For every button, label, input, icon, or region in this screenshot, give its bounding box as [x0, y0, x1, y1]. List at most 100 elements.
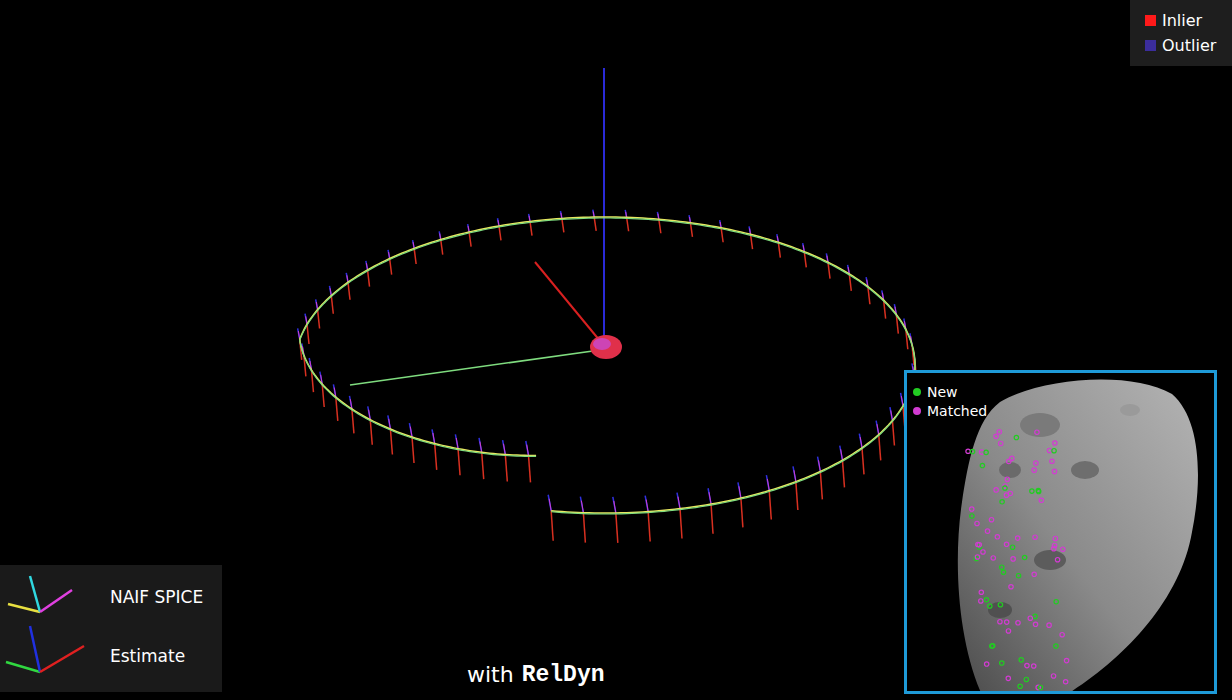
keypoint	[1051, 674, 1055, 678]
keypoint	[1025, 663, 1029, 667]
pose-triad	[526, 441, 531, 482]
keypoint	[1034, 461, 1038, 465]
pose-triad	[316, 299, 320, 328]
keypoint	[979, 590, 983, 594]
keypoint	[1047, 623, 1051, 627]
keypoint	[988, 604, 992, 608]
pose-triad	[439, 231, 443, 254]
pose-triad	[708, 488, 713, 534]
keypoint	[1039, 498, 1043, 502]
keypoint	[1052, 449, 1056, 453]
pose-triad	[498, 218, 501, 240]
keypoint	[1010, 456, 1014, 460]
legend-entry: Estimate	[110, 646, 185, 666]
pose-triad	[368, 406, 373, 444]
keypoint	[1032, 468, 1036, 472]
keypoint	[990, 644, 994, 648]
pose-triad	[720, 220, 723, 242]
keypoint	[1000, 661, 1004, 665]
legend-panel	[0, 565, 222, 692]
pose-triad	[613, 497, 618, 543]
pose-triad	[432, 429, 437, 469]
keypoint	[975, 521, 979, 525]
pose-triad	[876, 421, 881, 461]
spice-trajectory	[300, 217, 915, 513]
keypoint	[1016, 574, 1020, 578]
legend-swatch	[913, 407, 921, 415]
keypoint	[994, 434, 998, 438]
pose-triad	[657, 212, 660, 233]
pose-triad	[793, 466, 798, 510]
point-cloud-core	[593, 338, 611, 350]
legend-label: New	[927, 384, 958, 400]
legend-swatch	[1145, 40, 1156, 51]
pose-triad	[645, 496, 650, 542]
keypoint	[966, 449, 970, 453]
keypoint	[1052, 543, 1056, 547]
trajectory	[298, 210, 917, 543]
keypoint	[1003, 486, 1007, 490]
pose-triad	[859, 434, 864, 475]
pose-triad	[503, 440, 508, 481]
pose-triad	[890, 407, 895, 445]
z-axis-line	[603, 68, 605, 348]
keypoint	[979, 599, 983, 603]
pose-triad	[349, 396, 353, 433]
keypoint	[1014, 435, 1018, 439]
keypoint	[991, 644, 995, 648]
pose-triad	[738, 482, 743, 527]
keypoint	[1004, 542, 1008, 546]
legend-entry: NAIF SPICE	[110, 587, 203, 607]
keypoint	[984, 450, 988, 454]
keypoint	[994, 488, 998, 492]
keypoint	[985, 529, 989, 533]
pose-triad	[309, 358, 313, 392]
x-axis-line	[535, 262, 605, 347]
keypoint	[1061, 547, 1065, 551]
keypoint	[991, 556, 995, 560]
keypoint	[970, 449, 974, 453]
keypoint	[976, 542, 980, 546]
pose-triad	[689, 215, 692, 237]
pose-triad	[455, 434, 460, 475]
pose-triad	[529, 214, 532, 236]
caption-text: with	[467, 662, 514, 687]
keypoint	[1033, 535, 1037, 539]
keypoint	[1006, 676, 1010, 680]
keypoint	[1024, 677, 1028, 681]
pose-triad	[333, 384, 337, 420]
keypoint	[1033, 622, 1037, 626]
green-axis-line	[350, 350, 600, 385]
legend-entry: New	[913, 384, 958, 400]
keypoint	[1011, 557, 1015, 561]
pose-triad	[479, 438, 484, 479]
legend-panel	[1130, 0, 1232, 66]
pose-triad	[803, 243, 807, 267]
keypoint	[998, 602, 1002, 606]
keypoint	[1064, 658, 1068, 662]
keypoint	[975, 555, 979, 559]
legend-entry: Matched	[913, 403, 987, 419]
keypoint	[1050, 459, 1054, 463]
keypoint	[1053, 536, 1057, 540]
asteroid-point-cloud	[590, 335, 622, 359]
pose-triad	[593, 210, 596, 231]
estimate-trajectory	[300, 218, 915, 514]
pose-triad	[366, 261, 370, 287]
keypoint	[1035, 430, 1039, 434]
pose-triad	[826, 253, 830, 278]
keypoint	[980, 463, 984, 467]
keypoint	[1000, 500, 1004, 504]
keypoint	[1000, 565, 1004, 569]
pose-triad	[413, 240, 417, 264]
pose-triad	[894, 304, 898, 334]
keypoint	[997, 430, 1001, 434]
keypoint	[1032, 572, 1036, 576]
keypoint	[1006, 629, 1010, 633]
pose-triad	[468, 224, 471, 247]
keypoint	[1004, 620, 1008, 624]
pose-triad	[777, 234, 781, 257]
keypoint	[1052, 469, 1056, 473]
keypoint	[970, 507, 974, 511]
keypoint	[984, 662, 988, 666]
